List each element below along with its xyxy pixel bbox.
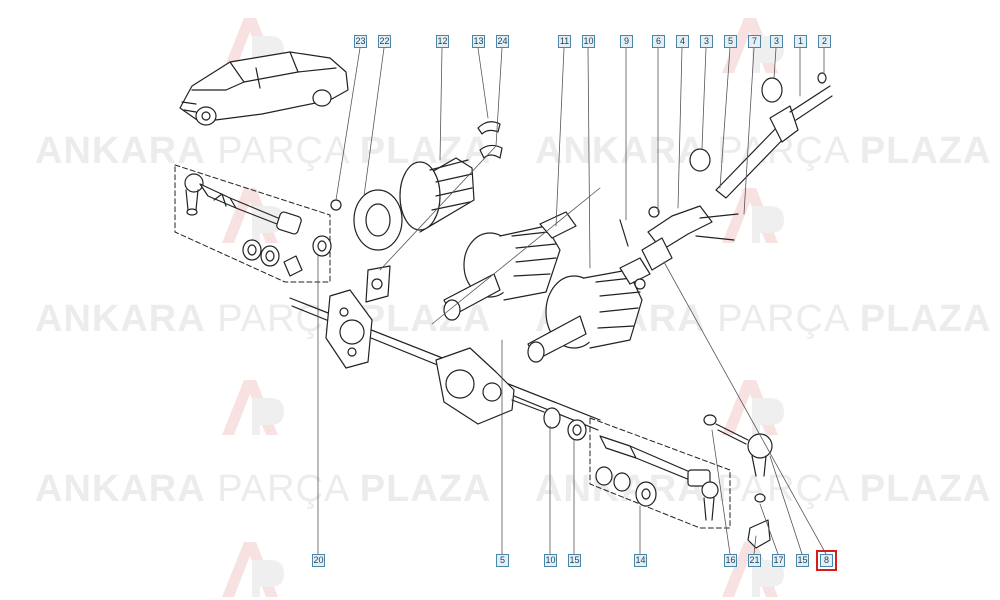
callout-7[interactable]: 7 <box>748 35 761 48</box>
outer-ball-joint <box>703 414 773 549</box>
callout-3[interactable]: 3 <box>770 35 783 48</box>
callout-11[interactable]: 11 <box>558 35 571 48</box>
callout-22[interactable]: 22 <box>378 35 391 48</box>
callout-4[interactable]: 4 <box>676 35 689 48</box>
callout-14[interactable]: 14 <box>634 554 647 567</box>
leader-lines <box>317 47 827 555</box>
callout-3[interactable]: 3 <box>700 35 713 48</box>
callout-13[interactable]: 13 <box>472 35 485 48</box>
callout-23[interactable]: 23 <box>354 35 367 48</box>
steering-column-shaft <box>689 72 833 199</box>
watermark-brand: ANKARA PARÇA PLAZA <box>35 468 492 510</box>
pinion-housing-lower <box>527 257 651 363</box>
callout-15[interactable]: 15 <box>568 554 581 567</box>
sedan-car-icon <box>179 51 349 126</box>
callout-10[interactable]: 10 <box>582 35 595 48</box>
callout-21[interactable]: 21 <box>748 554 761 567</box>
universal-joint <box>619 205 739 290</box>
callout-10[interactable]: 10 <box>544 554 557 567</box>
callout-8-highlighted[interactable]: 8 <box>816 550 837 571</box>
callout-17[interactable]: 17 <box>772 554 785 567</box>
callout-2[interactable]: 2 <box>818 35 831 48</box>
left-tie-rod-assembly <box>184 173 302 235</box>
callout-1[interactable]: 1 <box>794 35 807 48</box>
callout-15[interactable]: 15 <box>796 554 809 567</box>
steering-rack-housing <box>289 289 601 441</box>
callout-12[interactable]: 12 <box>436 35 449 48</box>
callout-5[interactable]: 5 <box>724 35 737 48</box>
left-tie-rod-kit-outline <box>174 164 331 283</box>
pinion-housing-upper <box>443 211 577 321</box>
boot-clamp-ring <box>242 235 332 277</box>
callout-6[interactable]: 6 <box>652 35 665 48</box>
callout-9[interactable]: 9 <box>620 35 633 48</box>
right-tie-rod-assembly <box>595 435 719 521</box>
watermark-brand: ANKARA PARÇA PLAZA <box>535 130 992 172</box>
callout-5[interactable]: 5 <box>496 554 509 567</box>
callout-24[interactable]: 24 <box>496 35 509 48</box>
left-rubber-bellows <box>330 157 475 303</box>
watermark-brand: ANKARA PARÇA PLAZA <box>35 130 492 172</box>
callout-16[interactable]: 16 <box>724 554 737 567</box>
callout-20[interactable]: 20 <box>312 554 325 567</box>
right-tie-rod-kit-outline <box>589 417 731 529</box>
